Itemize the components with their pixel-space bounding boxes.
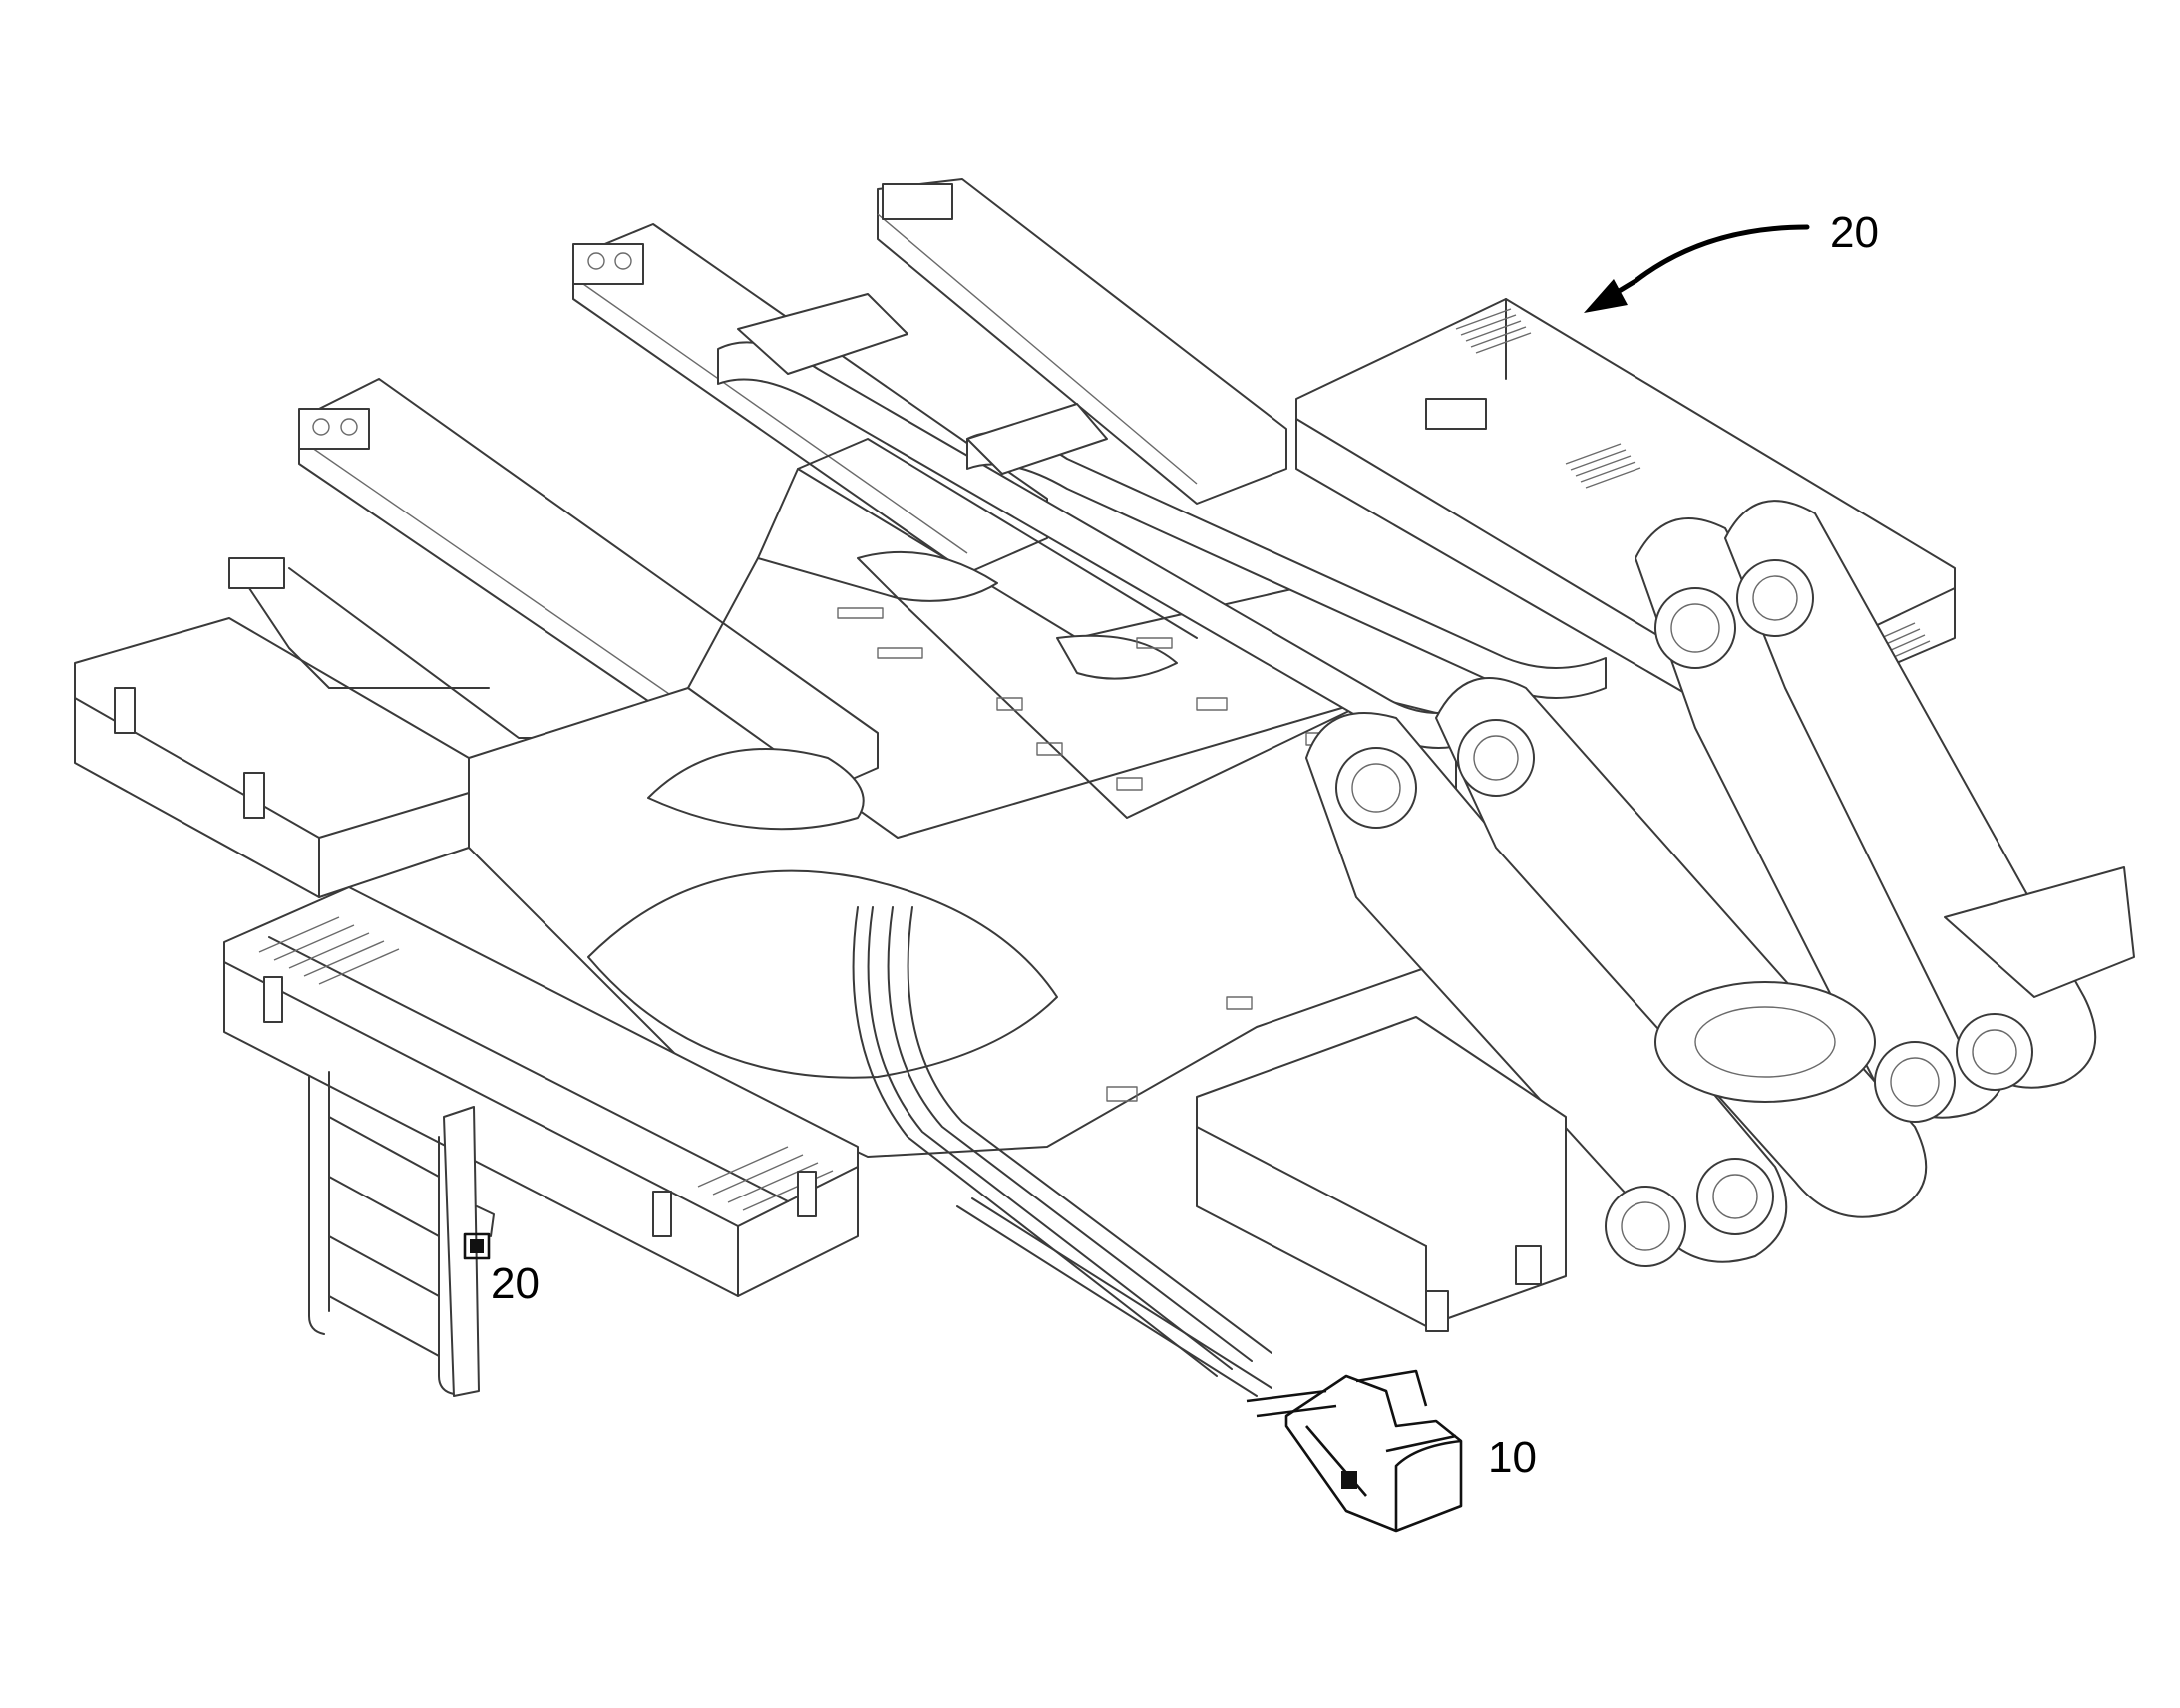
upper-curved-rails xyxy=(717,293,1607,749)
hydraulic-lines xyxy=(852,906,1272,1397)
box-component-10 xyxy=(1246,1369,1463,1533)
pivot-holes xyxy=(1335,559,2033,1267)
left-walkway-platform xyxy=(223,886,859,1297)
sensor-component-ladder xyxy=(463,1205,495,1260)
reference-label-20-ladder: 20 xyxy=(491,1259,540,1308)
reference-arrow-20 xyxy=(1584,224,1810,313)
reference-label-10: 10 xyxy=(1488,1433,1537,1482)
access-ladder xyxy=(308,1071,480,1397)
front-lower-block xyxy=(1196,1016,1567,1332)
machine-frame-drawing xyxy=(74,178,2135,1397)
reference-label-20-top: 20 xyxy=(1830,208,1879,257)
boom-arms xyxy=(1305,500,2135,1267)
central-frame-plate xyxy=(468,438,1457,1158)
